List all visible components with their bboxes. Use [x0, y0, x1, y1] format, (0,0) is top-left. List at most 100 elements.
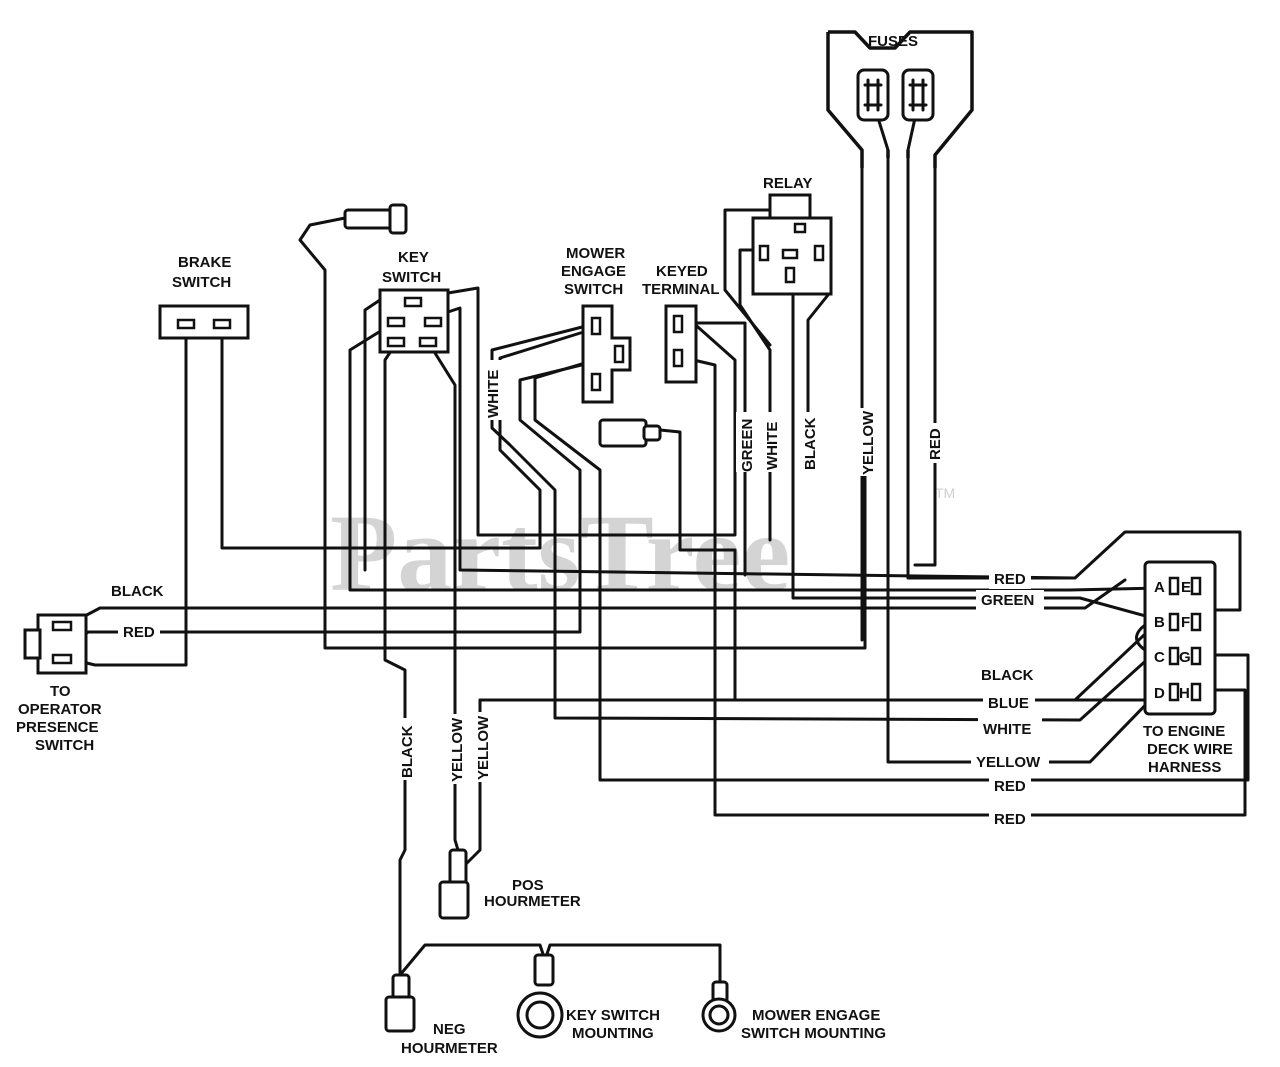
wire-brake-to-white	[220, 328, 592, 550]
pin-e: E	[1181, 579, 1191, 596]
wire-label-black-operator: BLACK	[106, 580, 170, 600]
wire-key-left-loop	[363, 298, 382, 572]
operator-label-2: OPERATOR	[18, 701, 102, 718]
key-switch-spade-connector	[343, 203, 408, 235]
wire-label-hour-black-text: BLACK	[399, 725, 416, 778]
pin-f: F	[1181, 614, 1190, 631]
wire-label-harness-yellow-text: YELLOW	[976, 754, 1041, 771]
wire-label-harness-yellow: YELLOW	[971, 751, 1049, 771]
wire-label-red-operator-text: RED	[123, 624, 155, 641]
wire-mower-to-operator-red	[60, 356, 612, 657]
wire-label-harness-red-2-text: RED	[994, 778, 1026, 795]
wire-label-black-relay: BLACK	[799, 412, 819, 472]
key-switch-mounting-label-1: KEY SWITCH	[566, 1007, 660, 1024]
engine-harness-label-1: TO ENGINE	[1143, 723, 1225, 740]
mower-engage-mounting-ring	[701, 980, 737, 1033]
wire-label-green-relay-text: GREEN	[739, 419, 756, 472]
key-switch-mounting-label-2: MOUNTING	[572, 1025, 654, 1042]
watermark: PartsTree	[330, 492, 790, 614]
mower-engage-label-3: SWITCH	[564, 281, 623, 298]
neg-hourmeter-connector	[384, 973, 416, 1033]
wire-label-red-fuse-text: RED	[927, 428, 944, 460]
wire-label-black-relay-text: BLACK	[802, 417, 819, 470]
wire-label-white-mower-text: WHITE	[485, 370, 502, 418]
wire-label-harness-red-1-text: RED	[994, 571, 1026, 588]
wire-label-hour-yellow-1-text: YELLOW	[449, 717, 466, 782]
keyed-terminal-label-2: TERMINAL	[642, 281, 720, 298]
pin-a: A	[1154, 579, 1165, 596]
wire-key-to-fuse-red	[428, 306, 1242, 612]
key-switch	[378, 288, 450, 354]
wire-keyed-to-relay-green	[683, 321, 747, 577]
wire-label-white-mower: WHITE	[482, 360, 502, 420]
wire-label-red-operator: RED	[118, 622, 160, 642]
pos-hourmeter-label-2: HOURMETER	[484, 893, 581, 910]
wire-key-to-harness-red	[428, 286, 737, 537]
wire-label-red-fuse: RED	[925, 423, 945, 463]
pin-d: D	[1154, 685, 1165, 702]
wire-label-black-operator-text: BLACK	[111, 583, 164, 600]
operator-label-3: PRESENCE	[16, 719, 99, 736]
wires	[60, 116, 1250, 987]
watermark-tm: TM	[935, 485, 955, 501]
key-switch-mounting-ring	[516, 953, 564, 1039]
fuse-1	[856, 68, 890, 122]
wire-label-harness-red-3-text: RED	[994, 811, 1026, 828]
fuse-2	[901, 68, 935, 122]
wire-label-hour-yellow-2-text: YELLOW	[475, 715, 492, 780]
engine-harness-label-2: DECK WIRE	[1147, 741, 1233, 758]
wire-label-harness-blue-text: BLUE	[988, 695, 1029, 712]
wire-ground-bus	[398, 943, 722, 987]
engine-harness-connector	[1135, 560, 1217, 716]
engine-harness-label-3: HARNESS	[1148, 759, 1221, 776]
key-switch-label-1: KEY	[398, 249, 429, 266]
mower-engage-switch	[581, 304, 632, 404]
fuses-label: FUSES	[868, 33, 918, 50]
wire-label-yellow-fuse: YELLOW	[857, 408, 879, 476]
wire-mower-to-red	[533, 351, 1250, 782]
pin-c: C	[1154, 649, 1165, 666]
wire-key-connector-loop	[298, 216, 867, 650]
wire-label-hour-black: BLACK	[396, 718, 416, 780]
brake-switch	[158, 304, 250, 340]
neg-hourmeter-label-1: NEG	[433, 1021, 466, 1038]
pos-hourmeter-label-1: POS	[512, 877, 544, 894]
operator-label-1: TO	[50, 683, 71, 700]
wire-label-harness-black: BLACK	[976, 664, 1044, 684]
wire-key-to-hourmeter-yellow	[428, 343, 460, 852]
relay-label: RELAY	[763, 175, 812, 192]
pin-h: H	[1179, 685, 1190, 702]
wire-label-hour-yellow-2: YELLOW	[472, 712, 492, 782]
operator-presence-connector	[23, 613, 88, 675]
wire-label-harness-black-text: BLACK	[981, 667, 1034, 684]
wire-fuse-red-loop	[913, 153, 937, 567]
wire-label-harness-blue: BLUE	[983, 692, 1035, 712]
keyed-terminal-spade	[598, 418, 662, 448]
pin-g: G	[1179, 649, 1191, 666]
keyed-terminal-label-1: KEYED	[656, 263, 708, 280]
wire-label-hour-yellow-1: YELLOW	[446, 714, 466, 784]
wire-label-harness-green-text: GREEN	[981, 592, 1034, 609]
keyed-terminal	[664, 304, 698, 384]
fuse-holder	[826, 30, 974, 168]
mower-engage-mounting-label-2: SWITCH MOUNTING	[741, 1025, 886, 1042]
pin-b: B	[1154, 614, 1165, 631]
pos-hourmeter-connector	[438, 848, 470, 920]
wire-key-to-hourmeter-black	[383, 343, 407, 977]
neg-hourmeter-label-2: HOURMETER	[401, 1040, 498, 1057]
wire-label-yellow-fuse-text: YELLOW	[860, 410, 877, 475]
key-switch-label-2: SWITCH	[382, 269, 441, 286]
wire-label-harness-white: WHITE	[978, 718, 1042, 738]
wire-label-harness-red-2: RED	[989, 776, 1031, 796]
wire-label-harness-red-1: RED	[989, 569, 1031, 589]
wire-fuse-red	[906, 116, 1077, 580]
wire-relay-white	[723, 208, 777, 347]
brake-switch-label-1: BRAKE	[178, 254, 231, 271]
wire-label-harness-white-text: WHITE	[983, 721, 1031, 738]
wire-label-white-relay: WHITE	[761, 412, 781, 472]
wire-label-harness-red-3: RED	[989, 809, 1031, 829]
mower-engage-label-2: ENGAGE	[561, 263, 626, 280]
wire-label-harness-green: GREEN	[976, 590, 1044, 610]
wire-fuse-yellow	[876, 116, 1162, 764]
brake-switch-label-2: SWITCH	[172, 274, 231, 291]
